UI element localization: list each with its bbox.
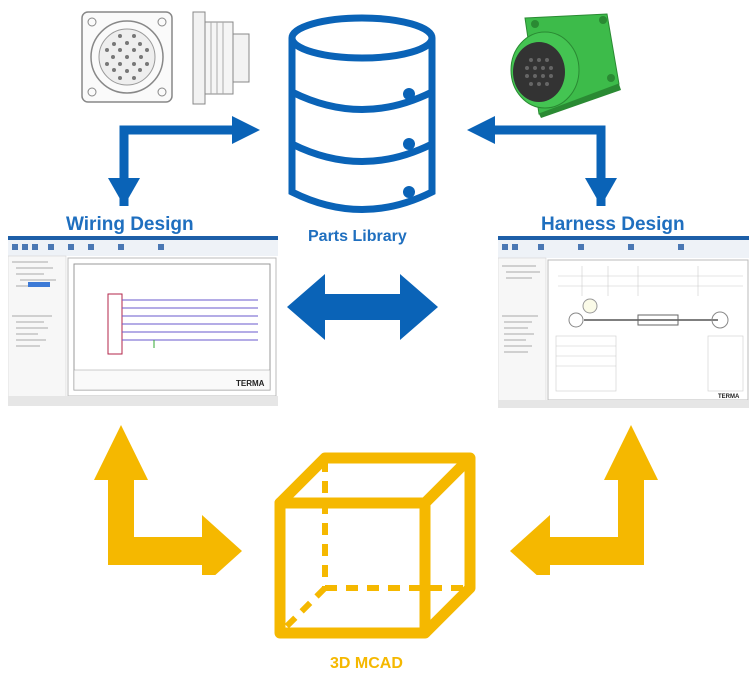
terma-logo: TERMA <box>718 394 740 400</box>
arrow-harness-to-mcad <box>510 425 658 575</box>
arrow-library-to-wiring <box>108 116 260 206</box>
arrow-wiring-to-mcad <box>94 425 242 575</box>
parts-library-label: Parts Library <box>308 228 407 245</box>
connector-3d-icon <box>510 13 621 118</box>
wiring-design-screenshot: TERMA <box>8 236 278 406</box>
database-icon <box>288 14 436 213</box>
bidirectional-arrow <box>287 274 438 340</box>
harness-design-screenshot: TERMA <box>498 236 749 408</box>
terma-logo: TERMA <box>236 379 265 388</box>
harness-design-label: Harness Design <box>541 214 685 235</box>
arrow-library-to-harness <box>467 116 617 206</box>
mcad-label: 3D MCAD <box>330 655 403 672</box>
connector-drawing-icon <box>81 11 250 105</box>
wiring-design-label: Wiring Design <box>66 214 194 235</box>
cube-icon <box>274 452 476 639</box>
